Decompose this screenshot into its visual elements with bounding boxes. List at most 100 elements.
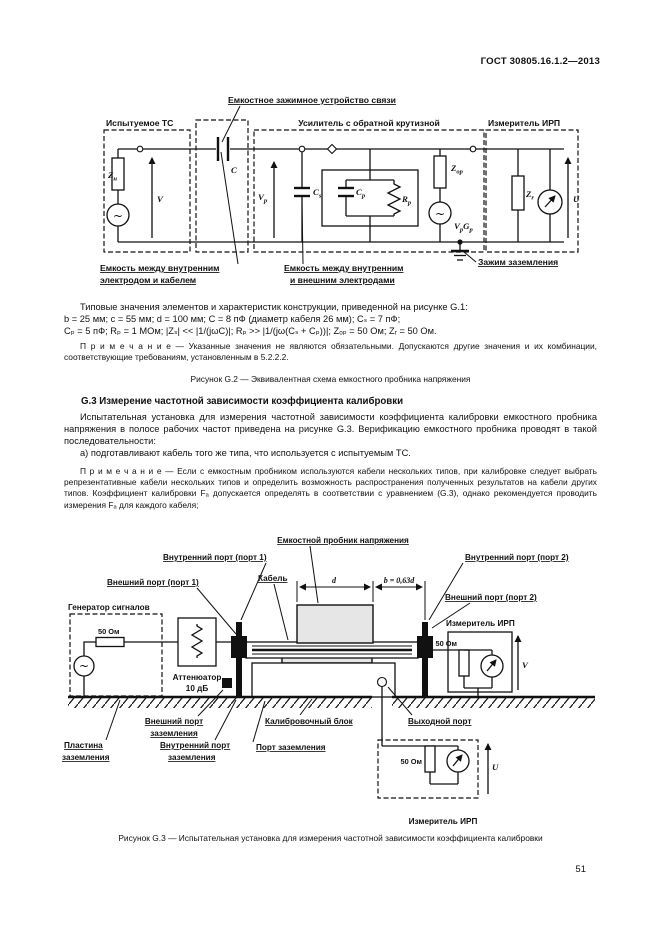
section-g3-paragraph: Испытательная установка для измерения ча…	[64, 412, 597, 446]
generator-title: Генератор сигналов	[68, 603, 150, 612]
cap-cable-callout-1: Емкость между внутренним	[100, 263, 220, 273]
ground-leader-line	[463, 251, 477, 263]
dim-d-label: d	[332, 576, 337, 585]
receiver-top-meter	[480, 654, 504, 678]
inner-port-2-label: Внутренний порт (порт 2)	[465, 553, 569, 562]
output-port-leader	[387, 686, 413, 716]
right-connector	[417, 622, 433, 697]
outer-port-1-leader	[196, 587, 237, 635]
amplifier-circuit: ~	[270, 143, 477, 242]
ground-port-leader	[252, 700, 266, 743]
generator-circuit: ~	[73, 636, 178, 697]
vp-label: Vp	[258, 192, 268, 205]
int-ground-port-leader	[214, 699, 237, 741]
page-number: 51	[575, 864, 586, 875]
inner-port-1-leader	[240, 562, 267, 621]
receiver-bottom-circuit	[377, 686, 492, 799]
cable-leader	[273, 583, 289, 641]
ext-ground-fitting	[222, 678, 232, 688]
node	[469, 145, 477, 153]
note-2: П р и м е ч а н и е — Если с емкостным п…	[64, 466, 597, 510]
cap-electrodes-leader-line	[301, 201, 304, 265]
left-connector	[222, 622, 247, 697]
vpgp-label: VpGp	[454, 221, 474, 234]
diamond-node	[326, 143, 338, 155]
zr-label: Zr	[525, 189, 534, 202]
outer-port-1-label: Внешний порт (порт 1)	[107, 578, 199, 587]
gen-50ohm-label: 50 Ом	[98, 627, 120, 636]
figure-g2-caption: Рисунок G.2 — Эквивалентная схема емкост…	[190, 374, 471, 384]
figure-g3-caption: Рисунок G.3 — Испытательная установка дл…	[118, 833, 543, 843]
v-label: V	[157, 194, 164, 204]
rp-label: Rp	[401, 194, 412, 207]
ground-callout-label: Зажим заземления	[478, 257, 558, 267]
eut-source-tilde: ~	[113, 209, 123, 223]
receiver-bottom-title: Измеритель ИРП	[409, 817, 478, 826]
receiver-title: Измеритель ИРП	[488, 118, 560, 128]
intro-line-3: Cₚ = 5 пФ; Rₚ = 1 МОм; |Zₛ| << |1/(jωC)|…	[64, 326, 437, 336]
ground-plane	[68, 695, 595, 708]
cable-label: Кабель	[258, 573, 288, 583]
meter-needle	[486, 659, 497, 672]
outer-port-2-label: Внешний порт (порт 2)	[445, 593, 537, 602]
c-label: C	[231, 165, 237, 175]
v-label: V	[522, 660, 529, 670]
receiver-top-circuit	[428, 631, 522, 697]
note-1: П р и м е ч а н и е — Указанные значения…	[64, 341, 597, 363]
list-item-a: а) подготавливают кабель того же типа, ч…	[80, 448, 411, 458]
cs-label: Cs	[313, 187, 322, 200]
calibration-block	[251, 662, 396, 698]
ext-ground-port-label-2: заземления	[150, 729, 198, 738]
int-ground-port-label-2: заземления	[168, 753, 216, 762]
eut-box	[103, 129, 191, 253]
output-port-circle	[376, 676, 388, 688]
probe-assembly	[245, 604, 419, 698]
receiver-box	[485, 129, 579, 253]
page-header: ГОСТ 30805.16.1.2—2013	[480, 56, 600, 67]
ground-port-label: Порт заземления	[256, 743, 326, 752]
receiver-bottom-50ohm: 50 Ом	[401, 757, 423, 766]
figure-g2: Емкостное зажимное устройство связи Испы…	[100, 95, 580, 285]
zr-resistor	[511, 175, 525, 211]
dim-b-label: b = 0,63d	[384, 576, 416, 585]
ext-ground-port-leader	[197, 689, 224, 717]
cp-label: Cp	[356, 187, 366, 200]
attenuator-label-1: Аттенюатор	[173, 673, 222, 682]
zop-label: Zop	[450, 163, 464, 176]
receiver-circuit	[511, 149, 572, 242]
eut-title: Испытуемое ТС	[106, 118, 173, 128]
coupling-capacitor	[216, 137, 230, 161]
inner-port-1-label: Внутренний порт (порт 1)	[163, 553, 267, 562]
ground-plate-label-2: заземления	[62, 753, 110, 762]
receiver-top-title: Измеритель ИРП	[446, 619, 515, 628]
int-ground-port-label-1: Внутренний порт	[160, 741, 230, 750]
output-port-label: Выходной порт	[408, 717, 471, 726]
gen-resistor	[95, 636, 125, 648]
rp-zigzag	[386, 180, 402, 216]
inner-port-2-leader	[428, 562, 464, 621]
figure-g3: Емкостной пробник напряжения Внутренний …	[62, 535, 595, 826]
amplifier-box	[253, 129, 485, 253]
cap-electrodes-callout-2: и внешним электродами	[290, 275, 395, 285]
cap-cable-leader-line	[220, 151, 239, 265]
amplifier-title: Усилитель с обратной крутизной	[298, 118, 440, 128]
intro-line-2: b = 25 мм; c = 55 мм; d = 100 мм; C = 8 …	[64, 314, 401, 324]
attenuator-label-2: 10 дБ	[186, 684, 209, 693]
zop-resistor	[433, 155, 447, 189]
cal-block-leader	[299, 698, 313, 716]
ground-plate-leader	[105, 699, 121, 741]
ext-ground-port-label-1: Внешний порт	[145, 717, 203, 726]
attenuator	[177, 617, 236, 667]
outer-port-2-leader	[431, 602, 471, 629]
attenuator-zigzag	[190, 624, 204, 658]
u-label: U	[573, 194, 580, 204]
typical-values-paragraph: Типовые значения элементов и характерист…	[64, 301, 597, 337]
cap-electrodes-callout-1: Емкость между внутренним	[284, 263, 404, 273]
probe-box	[296, 604, 374, 644]
intro-line-1: Типовые значения элементов и характерист…	[80, 302, 468, 312]
cap-cable-callout-2: электродом и кабелем	[100, 275, 196, 285]
gen-source-tilde: ~	[79, 659, 89, 673]
clamp-leader-line	[221, 105, 241, 143]
node	[136, 145, 144, 153]
node	[298, 145, 306, 153]
